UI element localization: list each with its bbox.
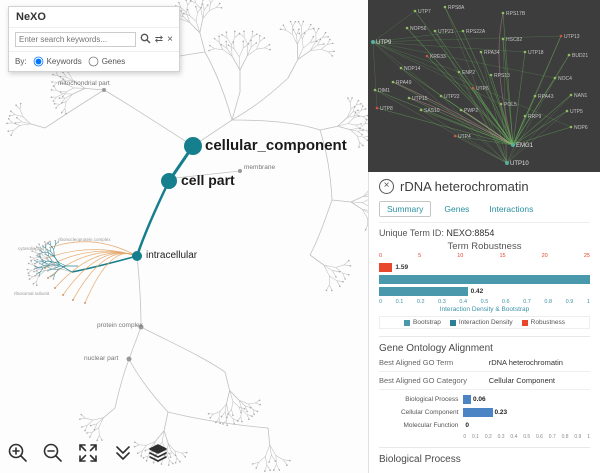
tree-node-nuclear-part[interactable]: nuclear part [84,355,119,362]
gene-label[interactable]: RPS13 [494,73,510,79]
table-row: Best Aligned GO Category Cellular Compon… [379,372,590,391]
gene-label[interactable]: BUD21 [572,53,588,59]
gene-label[interactable]: UTP22 [444,94,460,100]
zoom-out-button[interactable] [41,441,65,465]
gene-label[interactable]: RPA49 [396,80,412,86]
tab-genes[interactable]: Genes [444,204,470,214]
details-header: × rDNA heterochromatin [379,179,590,194]
search-input[interactable] [15,32,136,47]
gene-label[interactable]: PWP2 [464,108,478,114]
app-title: NeXO [9,7,179,28]
biological-process-heading: Biological Process [379,447,590,465]
unique-term-id: Unique Term ID: NEXO:8854 [379,228,495,238]
gene-label[interactable]: EMG1 [516,143,534,149]
tree-node-ribosomal-subunit: ribosomal subunit [14,291,50,296]
gene-label[interactable]: UTP6 [476,86,489,92]
term-details-panel: × rDNA heterochromatin Summary Genes Int… [368,172,600,473]
term-title: rDNA heterochromatin [400,179,529,194]
gene-label[interactable]: NOP56 [410,26,427,32]
search-by-genes[interactable]: Genes [87,55,125,68]
robustness-chart-title: Term Robustness [447,241,522,252]
gene-label[interactable]: RPA43 [538,94,554,100]
gene-label[interactable]: RPA34 [484,50,500,56]
gene-label[interactable]: POL5 [504,102,517,108]
tree-node-cytosolic-part: cytosolic part [18,246,45,251]
bar-interaction-density: 0.42 [379,286,590,296]
tree-node-protein-complex[interactable]: protein complex [97,322,143,329]
gene-label[interactable]: NAN1 [574,93,588,99]
tree-node-cellular-component[interactable]: cellular_component [205,137,347,154]
search-by-label: By: [15,57,27,66]
gene-label[interactable]: UTP9 [376,40,392,46]
bar-bootstrap [379,274,590,284]
tree-node-mitochondrial-part[interactable]: mitochondrial part [58,80,110,87]
ontology-tree-panel[interactable]: NeXO ⇄ × By: Keywords Genes [0,0,368,473]
details-tabs: Summary Genes Interactions [379,201,590,223]
robustness-axis-title: Interaction Density & Bootstrap [439,306,530,314]
tab-summary[interactable]: Summary [379,201,432,217]
fit-to-screen-button[interactable] [76,441,100,465]
gene-label[interactable]: UTP21 [438,29,454,35]
gene-label[interactable]: UTP7 [418,9,431,15]
gene-label[interactable]: RPS8A [448,5,465,11]
gene-label[interactable]: UTP4 [458,134,471,140]
search-icon[interactable] [140,33,151,47]
search-by-keywords[interactable]: Keywords [32,55,82,68]
legend-item: Bootstrap [404,319,441,326]
bar-robustness: 1.59 [379,262,590,272]
view-controls [6,441,170,465]
gene-label[interactable]: NOP6 [574,125,588,131]
tab-interactions[interactable]: Interactions [489,204,534,214]
gene-label[interactable]: NOC4 [558,76,572,82]
gene-label[interactable]: RRP9 [528,114,542,120]
gene-label[interactable]: ENP2 [462,70,475,76]
tree-node-membrane[interactable]: membrane [244,164,276,171]
robustness-legend: Bootstrap Interaction Density Robustness [379,316,590,330]
go-alignment-heading: Gene Ontology Alignment [379,336,590,354]
ontology-tree-canvas[interactable] [0,0,368,473]
tree-node-cell-part[interactable]: cell part [181,172,235,188]
gene-label[interactable]: RPS17B [506,11,526,17]
zoom-in-button[interactable] [6,441,30,465]
gene-label[interactable]: NOP14 [404,66,421,72]
keywords-radio[interactable] [33,56,43,67]
tree-gray-edges [44,51,333,429]
gene-label[interactable]: SAS10 [424,108,440,114]
clear-search-icon[interactable]: × [167,34,173,45]
gene-label[interactable]: UTP8 [380,106,393,112]
collapse-tree-button[interactable] [111,441,135,465]
gene-label[interactable]: DIM1 [378,88,390,94]
legend-item: Robustness [521,319,565,326]
layers-button[interactable] [146,441,170,465]
gene-label[interactable]: UTP18 [528,50,544,56]
search-panel: NeXO ⇄ × By: Keywords Genes [8,6,180,72]
legend-item: Interaction Density [449,319,513,326]
tree-node-intracellular[interactable]: intracellular [146,250,198,261]
gene-label[interactable]: UTP5 [570,109,583,115]
gene-label[interactable]: HSC82 [506,37,522,43]
gene-label[interactable]: UTP13 [564,34,580,40]
close-icon[interactable]: × [379,179,394,194]
genes-radio[interactable] [88,56,99,67]
gene-label[interactable]: KRE33 [430,54,446,60]
gene-label[interactable]: RPS22A [466,29,486,35]
go-alignment-table: Best Aligned GO Term rDNA heterochromati… [379,354,590,391]
gene-label[interactable]: UTP15 [412,96,428,102]
robustness-bars: 1.59 0.42 [379,262,590,296]
table-row: Best Aligned GO Term rDNA heterochromati… [379,354,590,373]
tree-node-ribonucleoprotein-complex: ribonucleoprotein complex [58,237,111,242]
refresh-icon[interactable]: ⇄ [154,34,164,45]
gene-label[interactable]: UTP10 [510,161,529,167]
